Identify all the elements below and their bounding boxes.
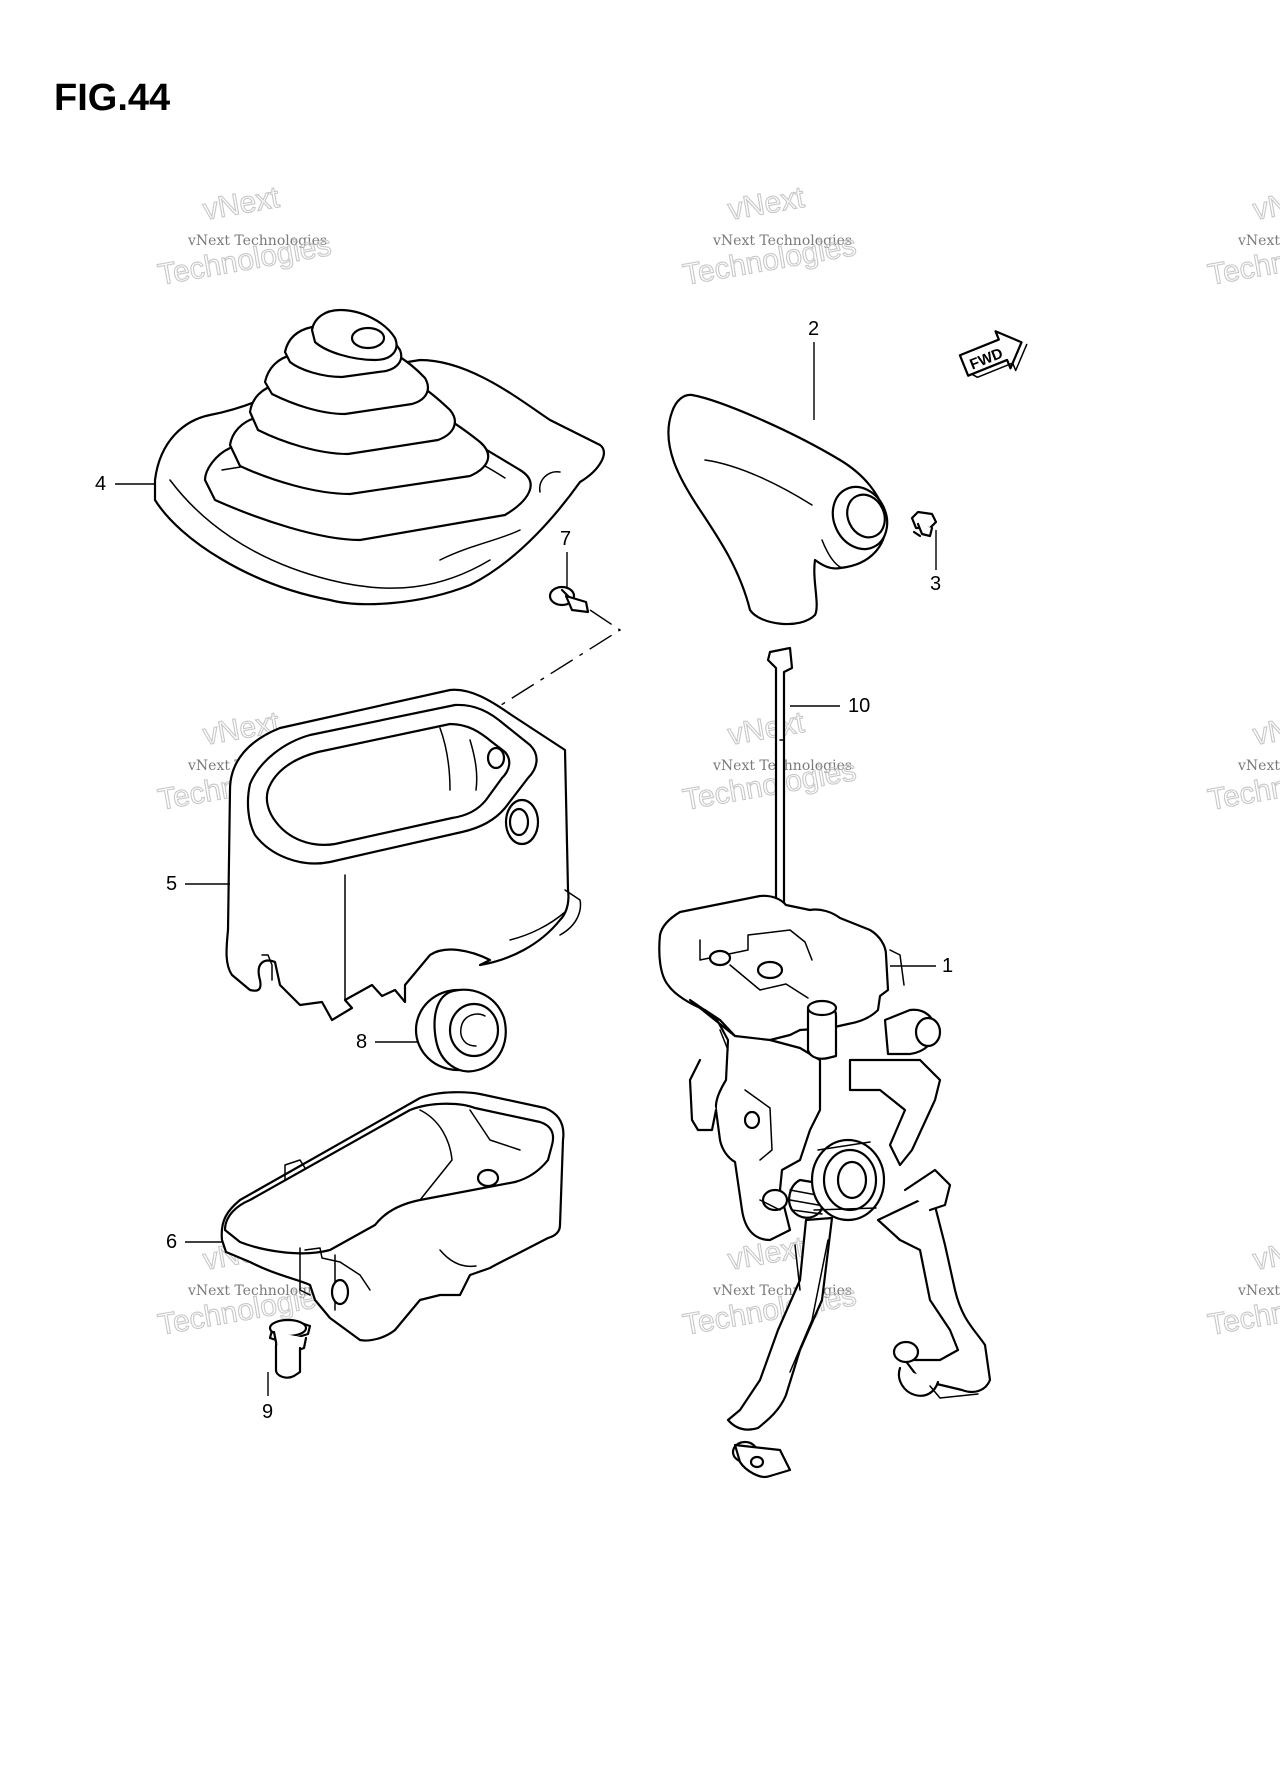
fwd-arrow-icon: FWD <box>958 330 1028 379</box>
watermark-text: vNext Technologies <box>1237 233 1280 249</box>
callout-8: 8 <box>356 1031 418 1053</box>
watermark: vNext vNext Technologies Technologies <box>680 180 859 292</box>
watermark-brand: vNext <box>1250 181 1280 227</box>
assembly-line-7-to-5 <box>489 609 622 713</box>
callout-label-4: 4 <box>95 473 106 495</box>
watermark: vNext vNext Technologies Technologies <box>680 705 859 817</box>
callout-label-6: 6 <box>166 1231 177 1253</box>
callout-label-2: 2 <box>808 318 819 340</box>
callout-2: 2 <box>808 318 819 420</box>
watermark-brand: vNext <box>1250 1231 1280 1277</box>
callout-5: 5 <box>166 873 230 895</box>
watermark-brand: vNext <box>725 181 807 227</box>
grommet <box>414 988 507 1073</box>
watermark-brand: vNext <box>200 181 282 227</box>
watermark: vNext vNext Technologies Technologies <box>1205 1230 1280 1342</box>
screw-3 <box>910 510 938 538</box>
watermark-text: vNext Technologies <box>712 233 852 249</box>
callout-label-8: 8 <box>356 1031 367 1053</box>
shift-boot <box>153 308 605 606</box>
watermark-text: vNext Technologies <box>187 233 327 249</box>
shift-knob <box>667 393 889 626</box>
callout-7: 7 <box>560 528 571 588</box>
watermark: vNext vNext Technologies Technologies <box>155 180 334 292</box>
callout-6: 6 <box>166 1231 222 1253</box>
gear-shift-lever-assembly <box>658 894 992 1478</box>
watermark: vNext vNext Technologies Technologies <box>1205 705 1280 817</box>
lower-housing-tray <box>220 1091 565 1342</box>
callout-3: 3 <box>930 530 941 595</box>
watermark-text: vNext Technologies <box>1237 1283 1280 1299</box>
callout-4: 4 <box>95 473 155 495</box>
bolt-9 <box>268 1318 312 1379</box>
watermark-text: vNext Technologies <box>1237 758 1280 774</box>
watermark: vNext vNext Technologies Technologies <box>1205 180 1280 292</box>
callout-label-9: 9 <box>262 1401 273 1423</box>
figure-title: FIG.44 <box>54 77 170 119</box>
callout-label-5: 5 <box>166 873 177 895</box>
callout-1: 1 <box>890 955 953 977</box>
watermark-text: vNext Technologies <box>187 1283 327 1299</box>
callout-label-1: 1 <box>942 955 953 977</box>
watermark-brand: vNext <box>725 706 807 752</box>
upper-console-housing <box>225 688 582 1022</box>
watermark: vNext vNext Technologies Technologies <box>680 1230 859 1342</box>
callout-label-10: 10 <box>848 695 870 717</box>
shift-rod <box>766 646 794 1006</box>
callout-label-3: 3 <box>930 573 941 595</box>
callout-10: 10 <box>790 695 870 717</box>
watermark-brand: vNext <box>1250 706 1280 752</box>
screw-7 <box>548 585 590 614</box>
callout-9: 9 <box>262 1372 273 1423</box>
callout-label-7: 7 <box>560 528 571 550</box>
